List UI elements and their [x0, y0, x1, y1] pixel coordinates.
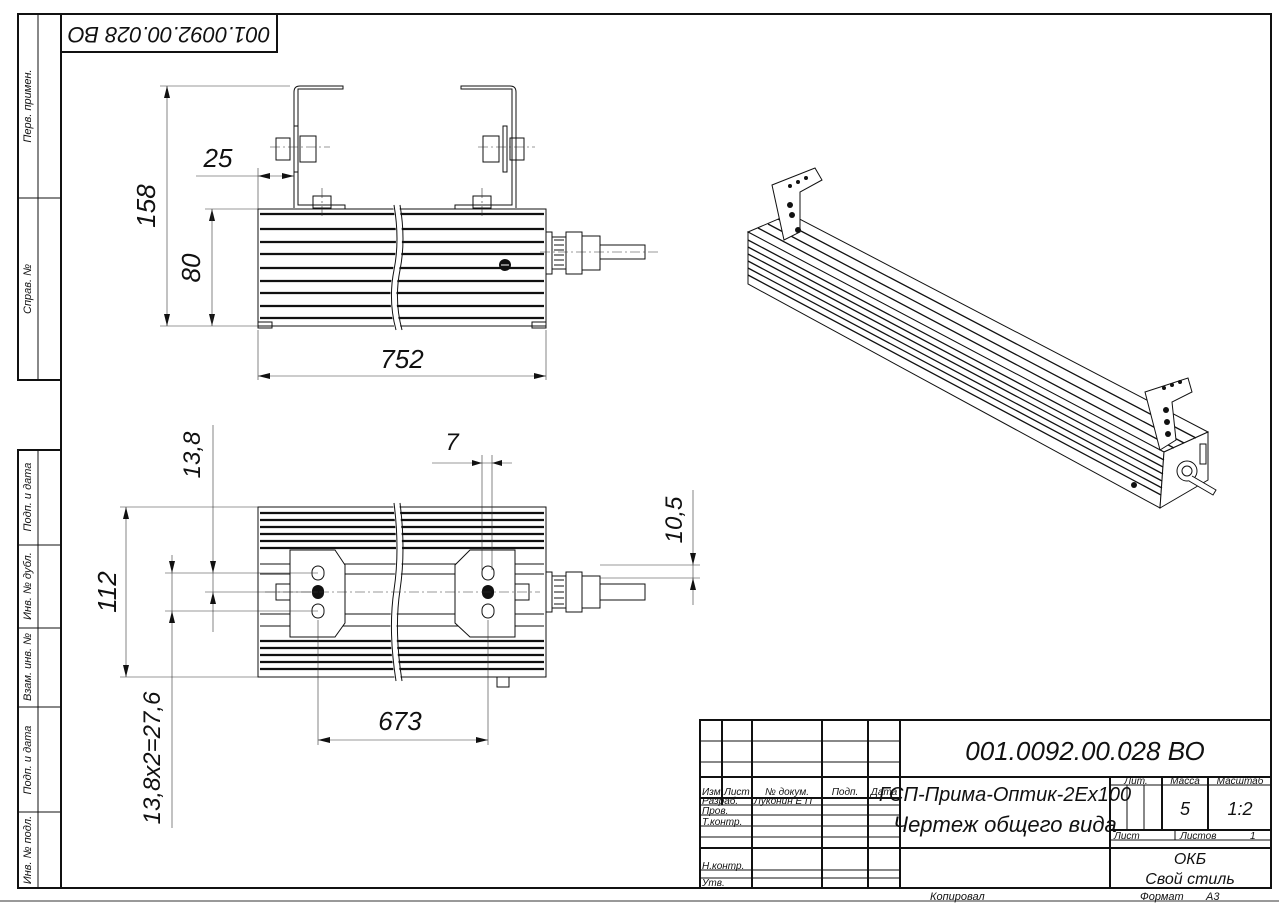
- stamp-podp-data-2: Подп. и дата: [22, 726, 34, 795]
- mass-value: 5: [1180, 799, 1191, 819]
- product-name: ГСП-Прима-Оптик-2Ех100: [879, 784, 1131, 806]
- iso-bracket-right: [1144, 377, 1193, 451]
- stamp-inv-podl: Инв. № подл.: [22, 816, 34, 884]
- stamp-vzam-inv: Взам. инв. №: [22, 633, 34, 701]
- bolt-head-right: [509, 137, 525, 161]
- iso-bracket-left: [771, 167, 823, 241]
- title-designation: 001.0092.00.028 ВО: [965, 736, 1204, 766]
- developer-name: Луконин Е П: [753, 796, 813, 807]
- hdr-sign: Подп.: [832, 787, 859, 798]
- isometric-view: [746, 167, 1217, 509]
- bottom-dimensions: 112 13,8 13,8x2=27,6 7 10,5 673: [92, 425, 700, 828]
- side-stamp-bottom: Подп. и дата Инв. № дубл. Взам. инв. № П…: [17, 449, 62, 889]
- role-prov: Пров.: [702, 806, 728, 817]
- sheet-label: Лист: [1113, 831, 1140, 842]
- dim-158: 158: [131, 184, 161, 228]
- front-view: 158 80 752 25: [131, 85, 660, 380]
- title-block: 001.0092.00.028 ВО ГСП-Прима-Оптик-2Ех10…: [699, 719, 1272, 889]
- dim-25: 25: [203, 143, 233, 173]
- role-razrab: Разраб.: [702, 795, 738, 807]
- stamp-inv-dubl: Инв. № дубл.: [22, 552, 34, 620]
- cable-gland-bottom: [545, 571, 646, 613]
- dim-752: 752: [380, 344, 424, 374]
- sheets-value: 1: [1250, 831, 1256, 842]
- stamp-sprav-no: Справ. №: [22, 264, 34, 314]
- mirrored-designation: 001.0092.00.028 ВО: [68, 22, 271, 47]
- nut-left: [299, 135, 317, 163]
- dim-13-8: 13,8: [179, 431, 206, 478]
- cable-gland-front: [540, 231, 660, 275]
- body-ribs: [260, 212, 544, 320]
- sheets-label: Листов: [1179, 831, 1216, 842]
- hdr-list: Лист: [723, 787, 750, 798]
- dim-7: 7: [445, 429, 460, 456]
- bolt-head-left: [275, 137, 291, 161]
- dim-112: 112: [92, 571, 122, 613]
- dim-27-6: 13,8x2=27,6: [139, 691, 166, 824]
- side-stamp-top: Перв. примен. Справ. №: [17, 13, 62, 381]
- document-type: Чертеж общего вида: [893, 812, 1116, 837]
- dim-10-5: 10,5: [661, 496, 688, 543]
- organization: ОКБ: [1174, 851, 1206, 868]
- hdr-doc-no: № докум.: [765, 787, 809, 798]
- role-tkontr: Т.контр.: [702, 817, 742, 828]
- bottom-ribs: [260, 511, 544, 671]
- iso-cable-gland: [1176, 443, 1217, 496]
- dim-80: 80: [176, 253, 206, 282]
- copied-label: Копировал: [930, 891, 985, 903]
- role-nkontr: Н.контр.: [702, 861, 744, 872]
- stamp-perv-primen: Перв. примен.: [22, 69, 34, 142]
- format-value: А3: [1205, 891, 1220, 903]
- scale-label: Масштаб: [1217, 775, 1264, 787]
- mass-label: Масса: [1170, 776, 1200, 787]
- hdr-izm: Изм: [702, 787, 721, 798]
- nut-right: [482, 135, 500, 163]
- bottom-view: 112 13,8 13,8x2=27,6 7 10,5 673: [92, 425, 700, 828]
- role-utv: Утв.: [701, 878, 725, 889]
- stamp-podp-data-1: Подп. и дата: [22, 463, 34, 532]
- front-dimensions: 158 80 752 25: [131, 85, 547, 380]
- lit-label: Лит.: [1123, 776, 1147, 787]
- hdr-date: Дата: [870, 787, 898, 798]
- organization-sub: Свой стиль: [1145, 871, 1234, 888]
- format-label: Формат: [1140, 891, 1184, 903]
- dim-673: 673: [378, 706, 422, 736]
- scale-value: 1:2: [1227, 799, 1252, 819]
- mirrored-designation-box: 001.0092.00.028 ВО: [60, 13, 278, 53]
